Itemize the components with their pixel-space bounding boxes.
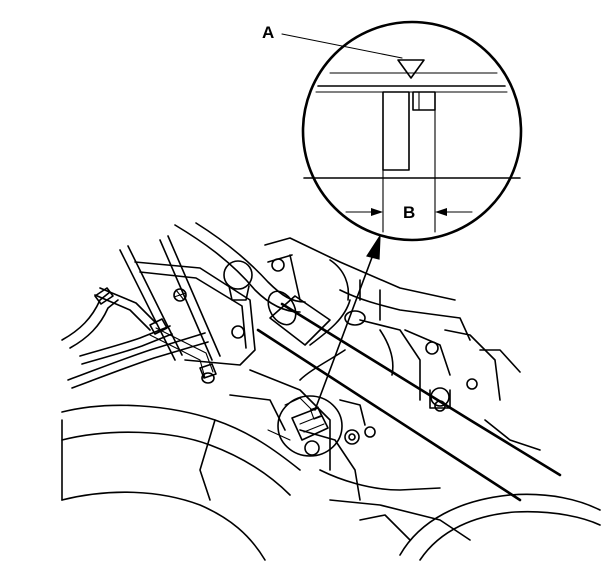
magnify-arrow (314, 233, 381, 411)
label-b: B (403, 203, 415, 222)
detail-view (301, 20, 523, 242)
sensor-location-circle (277, 395, 343, 457)
label-a: A (262, 23, 274, 42)
engine-linework (61, 222, 601, 561)
reference-triangle (397, 59, 425, 79)
label-a-leader (281, 33, 403, 59)
